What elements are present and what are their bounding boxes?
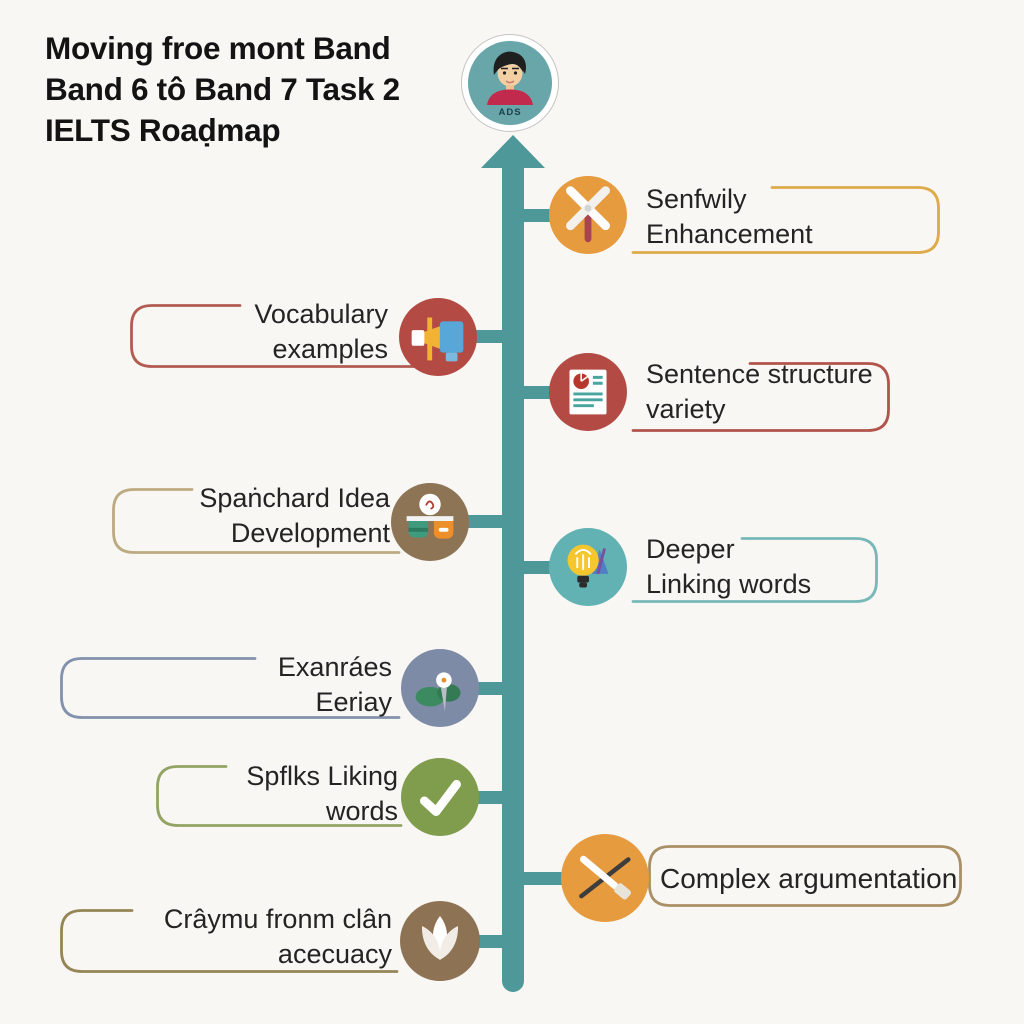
item-icon-circle [401,758,479,836]
person-avatar-icon [487,51,533,105]
item-label: Crâymu fronm clân acecuacy [163,904,392,969]
item-label-box [112,488,401,554]
idea-development-icon [406,493,454,539]
item-icon-circle [399,298,477,376]
checkmark-icon [420,779,461,817]
item-icon-circle [549,176,627,254]
avatar-circle: ADS [468,41,552,125]
lotus-pond-icon [415,672,461,712]
item-label-box [130,304,423,368]
title-line-1: Moving froe mont Band [45,30,391,66]
document-chart-icon [569,369,607,415]
title-line-2: Band 6 tô Band 7 Task 2 [45,71,400,107]
avatar: ADS [461,34,559,132]
lotus-icon [421,916,459,960]
avatar-label: ADS [498,107,522,118]
item-label-box [648,845,962,907]
item-icon-circle [400,901,480,981]
item-label-box [60,657,401,719]
item-icon-circle [561,834,649,922]
megaphone-icon [411,317,464,362]
item-icon-circle [549,528,627,606]
item-label: Exanráes Eeriay [277,652,392,717]
item-label: Spflks Liking words [246,761,398,826]
item-label: Sentence structure variety [646,359,873,424]
item-label: Deeper Linking words [646,534,812,599]
item-label-box [60,909,399,973]
crossed-tools-icon [579,855,631,900]
item-label: Senfwily Enhancement [646,184,813,249]
item-label-box [156,765,403,827]
item-icon-circle [549,353,627,431]
windmill-icon [566,186,610,243]
item-icon-circle [391,483,469,561]
item-label-box [631,186,940,254]
title-line-3: IELTS Roaḍmap [45,112,281,148]
item-label: Vocabulary examples [254,299,388,364]
item-label: Complex argumentation [660,863,958,894]
item-label-box [631,537,878,603]
page-title: Moving froe mont Band Band 6 tô Band 7 T… [45,28,485,151]
item-label: Spaṅchard Idea Development [199,483,390,548]
lightbulb-icon [567,544,609,588]
item-label-box [631,362,890,432]
timeline-line [502,164,524,992]
item-icon-circle [401,649,479,727]
